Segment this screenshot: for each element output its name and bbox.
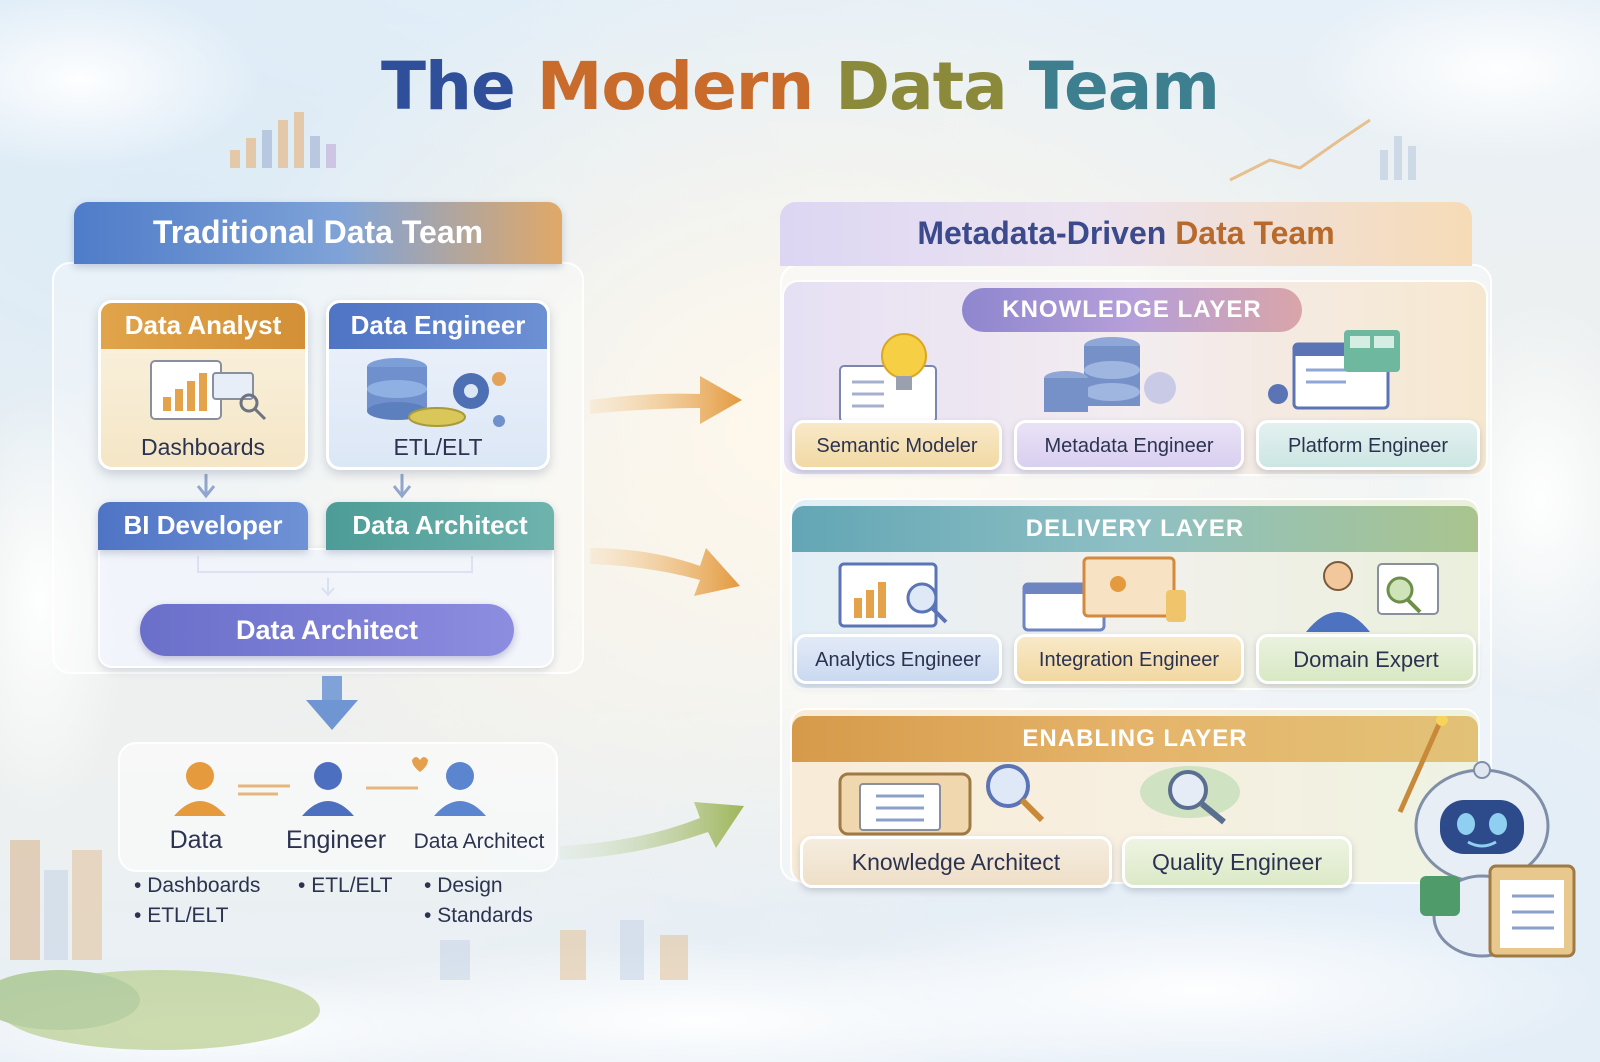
data-engineer-caption: ETL/ELT bbox=[393, 434, 483, 460]
metadata-header-part1: Metadata-Driven bbox=[917, 215, 1167, 251]
title-word-1: The bbox=[380, 48, 516, 125]
summary-col1-item-1: • Dashboards bbox=[134, 874, 261, 897]
data-engineer-label: Data Engineer bbox=[329, 303, 547, 349]
city-skyline-decor bbox=[10, 840, 688, 980]
analytics-engineer-role: Analytics Engineer bbox=[794, 634, 1002, 684]
platform-engineer-role: Platform Engineer bbox=[1256, 420, 1480, 470]
quality-magnifier-icon bbox=[1140, 766, 1240, 825]
data-architect-label: Data Architect bbox=[326, 502, 554, 550]
hills-decor bbox=[0, 970, 320, 1050]
delivery-layer-title: DELIVERY LAYER bbox=[792, 506, 1478, 552]
enabling-layer-title: ENABLING LAYER bbox=[792, 716, 1478, 762]
arrow-to-knowledge-layer bbox=[590, 376, 742, 424]
robot-mascot-icon bbox=[1397, 716, 1576, 958]
enabling-layer-icons bbox=[838, 764, 1240, 836]
data-architect-merged-label: Data Architect bbox=[140, 604, 514, 656]
summary-role-2: Engineer bbox=[285, 826, 387, 854]
dashboard-icon bbox=[150, 360, 267, 421]
bi-developer-label: BI Developer bbox=[98, 502, 308, 550]
summary-col1-item-2: • ETL/ELT bbox=[134, 904, 229, 927]
summary-role-3: Data Architect bbox=[413, 830, 545, 853]
database-stack-icon bbox=[1044, 337, 1176, 412]
data-analyst-caption: Dashboards bbox=[140, 434, 266, 460]
bar-chart-decor bbox=[230, 112, 336, 168]
heart-icon bbox=[412, 757, 428, 772]
semantic-modeler-role: Semantic Modeler bbox=[792, 420, 1002, 470]
lightbulb-book-icon bbox=[839, 333, 937, 423]
team-people-icons bbox=[174, 757, 486, 816]
page-title: The Modern Data Team bbox=[0, 48, 1600, 125]
title-word-3: Data bbox=[835, 48, 1007, 125]
summary-col3-item-1: • Design bbox=[424, 874, 503, 897]
person-icon-3 bbox=[434, 762, 486, 816]
arrow-to-enabling-layer bbox=[560, 802, 744, 860]
knowledge-layer-icons bbox=[839, 330, 1400, 423]
quality-engineer-role: Quality Engineer bbox=[1122, 836, 1352, 888]
metadata-header-part2: Data Team bbox=[1175, 215, 1335, 251]
domain-expert-role: Domain Expert bbox=[1256, 634, 1476, 684]
metadata-driven-header: Metadata-Driven Data Team bbox=[780, 202, 1472, 266]
summary-role-1: Data bbox=[169, 826, 223, 854]
domain-expert-icon bbox=[1306, 561, 1439, 632]
integration-engineer-role: Integration Engineer bbox=[1014, 634, 1244, 684]
knowledge-architect-role: Knowledge Architect bbox=[800, 836, 1112, 888]
traditional-header: Traditional Data Team bbox=[74, 202, 562, 264]
integration-screens-icon bbox=[1022, 556, 1186, 632]
analytics-chart-icon bbox=[838, 562, 948, 628]
person-icon-2 bbox=[302, 762, 354, 816]
metadata-engineer-role: Metadata Engineer bbox=[1014, 420, 1244, 470]
title-word-2: Modern bbox=[536, 48, 815, 125]
delivery-layer-icons bbox=[838, 556, 1439, 632]
summary-col3-item-2: • Standards bbox=[424, 904, 533, 927]
database-gear-icon bbox=[367, 358, 506, 427]
knowledge-layer-title: KNOWLEDGE LAYER bbox=[962, 288, 1302, 332]
platform-dashboard-icon bbox=[1268, 330, 1400, 410]
down-arrow-icon bbox=[306, 676, 358, 730]
trend-line-decor bbox=[1229, 118, 1416, 182]
data-engineer-card: Data Engineer ETL/ELT bbox=[326, 300, 550, 470]
summary-col2-item-1: • ETL/ELT bbox=[298, 874, 393, 897]
data-analyst-label: Data Analyst bbox=[101, 303, 305, 349]
title-word-4: Team bbox=[1028, 48, 1220, 125]
arrow-to-delivery-layer bbox=[590, 548, 740, 596]
data-analyst-card: Data Analyst Dashboards bbox=[98, 300, 308, 470]
person-icon-1 bbox=[174, 762, 226, 816]
checklist-folder-icon bbox=[838, 764, 1045, 836]
